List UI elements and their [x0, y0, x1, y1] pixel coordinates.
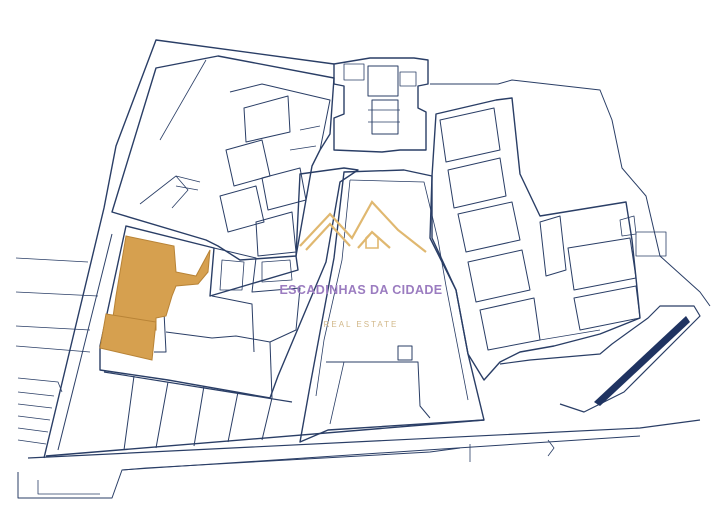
courtyard: [299, 169, 485, 443]
parking-bays: [45, 371, 485, 457]
left-lower-block: [99, 167, 359, 399]
site-boundary: [43, 39, 335, 459]
watermark: ESCADINHAS DA CIDADE REAL ESTATE: [279, 200, 442, 329]
right-wing-block: [431, 97, 667, 381]
watermark-brand: ESCADINHAS DA CIDADE: [279, 283, 442, 297]
watermark-tagline: REAL ESTATE: [324, 320, 399, 329]
terrain-lines: [15, 257, 99, 445]
highlighted-unit-terrace: [99, 313, 157, 361]
site-boundary-inner: [57, 233, 113, 451]
street: [17, 419, 701, 499]
left-wing-block: [111, 55, 335, 261]
site-boundary-east: [430, 79, 711, 307]
watermark-logo-icon: [299, 200, 427, 253]
vent-grille: [594, 316, 690, 406]
highlighted-unit: [99, 235, 211, 361]
stair-core: [333, 57, 429, 153]
east-edge: [499, 305, 701, 413]
highlighted-unit-main: [111, 235, 211, 331]
